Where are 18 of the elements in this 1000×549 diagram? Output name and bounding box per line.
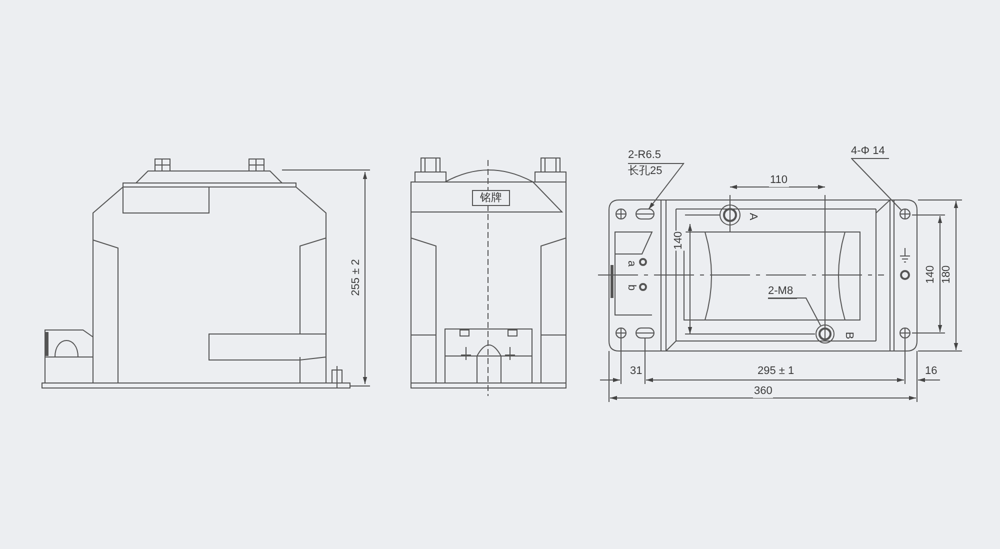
dimension-text: 140 bbox=[672, 230, 686, 250]
slot-hole bbox=[636, 208, 654, 220]
terminal bbox=[816, 324, 834, 344]
dimension-text: 31 bbox=[629, 364, 644, 378]
leader-line bbox=[852, 158, 902, 210]
mounting-hole bbox=[900, 208, 910, 220]
leader-line bbox=[768, 298, 822, 326]
dimension-text: 16 bbox=[924, 364, 938, 378]
dimension-text: 255 ± 2 bbox=[349, 258, 362, 296]
callout-text: 长孔25 bbox=[628, 164, 664, 179]
dimension-text: 360 bbox=[753, 384, 774, 398]
callout-text: 2-M8 bbox=[768, 285, 798, 299]
dimension-text: 110 bbox=[769, 174, 789, 186]
callout-text: 4-Φ 14 bbox=[851, 145, 889, 159]
dimension-text: 295 ± 1 bbox=[756, 364, 796, 378]
nameplate-label: 铭牌 bbox=[472, 190, 510, 206]
leader-line bbox=[648, 162, 684, 210]
callout-text: 2-R6.5 bbox=[628, 148, 684, 164]
